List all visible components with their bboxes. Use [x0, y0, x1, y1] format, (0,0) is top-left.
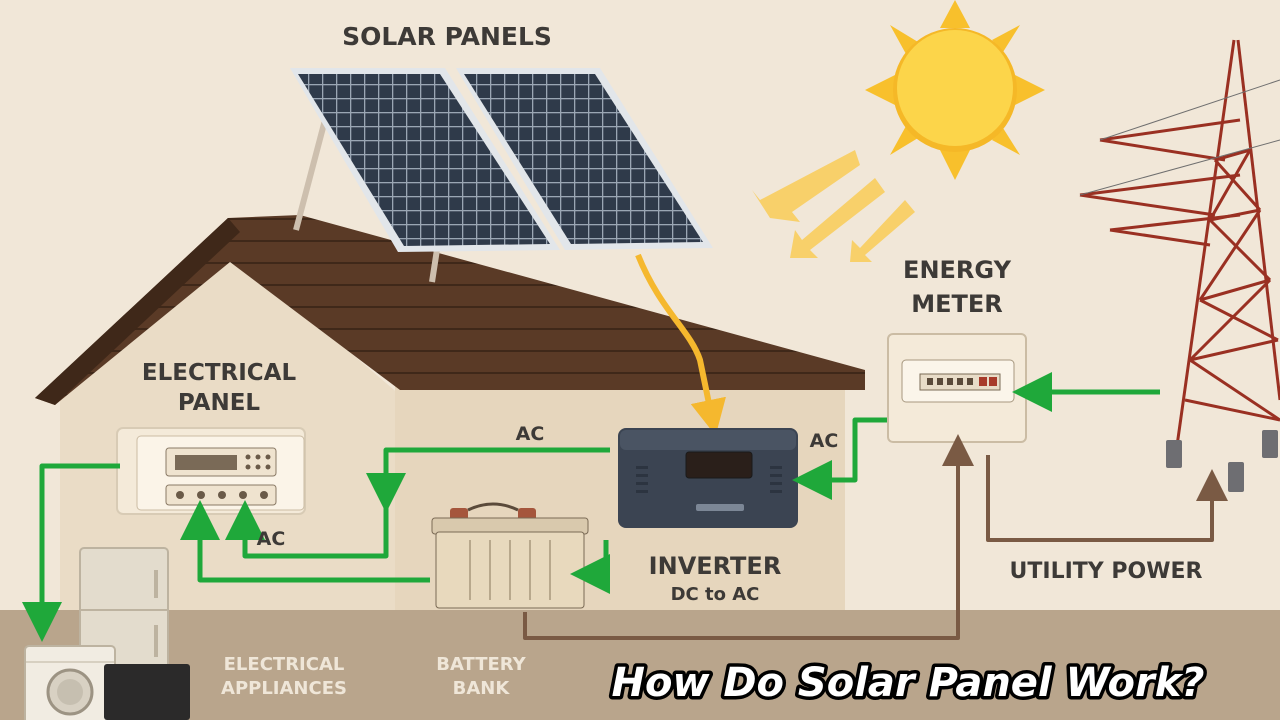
inverter-sub-label: DC to AC [671, 584, 760, 605]
ac-flow-lines [22, 372, 1160, 642]
battery-bank [431, 502, 589, 609]
utility-power-label: UTILITY POWER [1010, 559, 1203, 584]
energy-meter-label-line1: ENERGY [903, 256, 1012, 284]
ac-label-right: AC [810, 430, 839, 452]
electrical-appliances-label-line2: APPLIANCES [221, 678, 347, 699]
electrical-panel-label-line2: PANEL [178, 390, 261, 416]
ground [0, 610, 1280, 720]
electrical-appliances-label-line1: ELECTRICAL [224, 654, 345, 675]
sun-rays [752, 150, 915, 262]
house-roof [35, 215, 865, 405]
inverter-box [618, 428, 798, 528]
ac-label-top: AC [516, 423, 545, 445]
tower-base [1166, 430, 1278, 492]
tv-icon [104, 664, 190, 720]
sun-icon [865, 0, 1045, 180]
battery-bank-label-line2: BANK [453, 678, 511, 699]
ac-label-left: AC [257, 528, 286, 550]
transmission-tower-icon [1079, 39, 1280, 461]
energy-meter-box [887, 333, 1027, 443]
battery-bank-label-line1: BATTERY [436, 654, 526, 675]
energy-meter-label-line2: METER [911, 290, 1003, 318]
video-title: How Do Solar Panel Work? [611, 660, 1204, 706]
inverter-label: INVERTER [649, 552, 782, 580]
electrical-panel-label-line1: ELECTRICAL [142, 360, 297, 386]
solar-panels-label: SOLAR PANELS [342, 22, 552, 51]
house-roof-edge [35, 218, 240, 405]
washing-machine-icon [24, 645, 116, 720]
electrical-panel-box [116, 427, 306, 515]
solar-panel-2 [456, 68, 713, 250]
utility-flow-lines [523, 434, 1228, 640]
solar-panel-1 [290, 68, 560, 252]
dc-flow-line [635, 253, 726, 436]
